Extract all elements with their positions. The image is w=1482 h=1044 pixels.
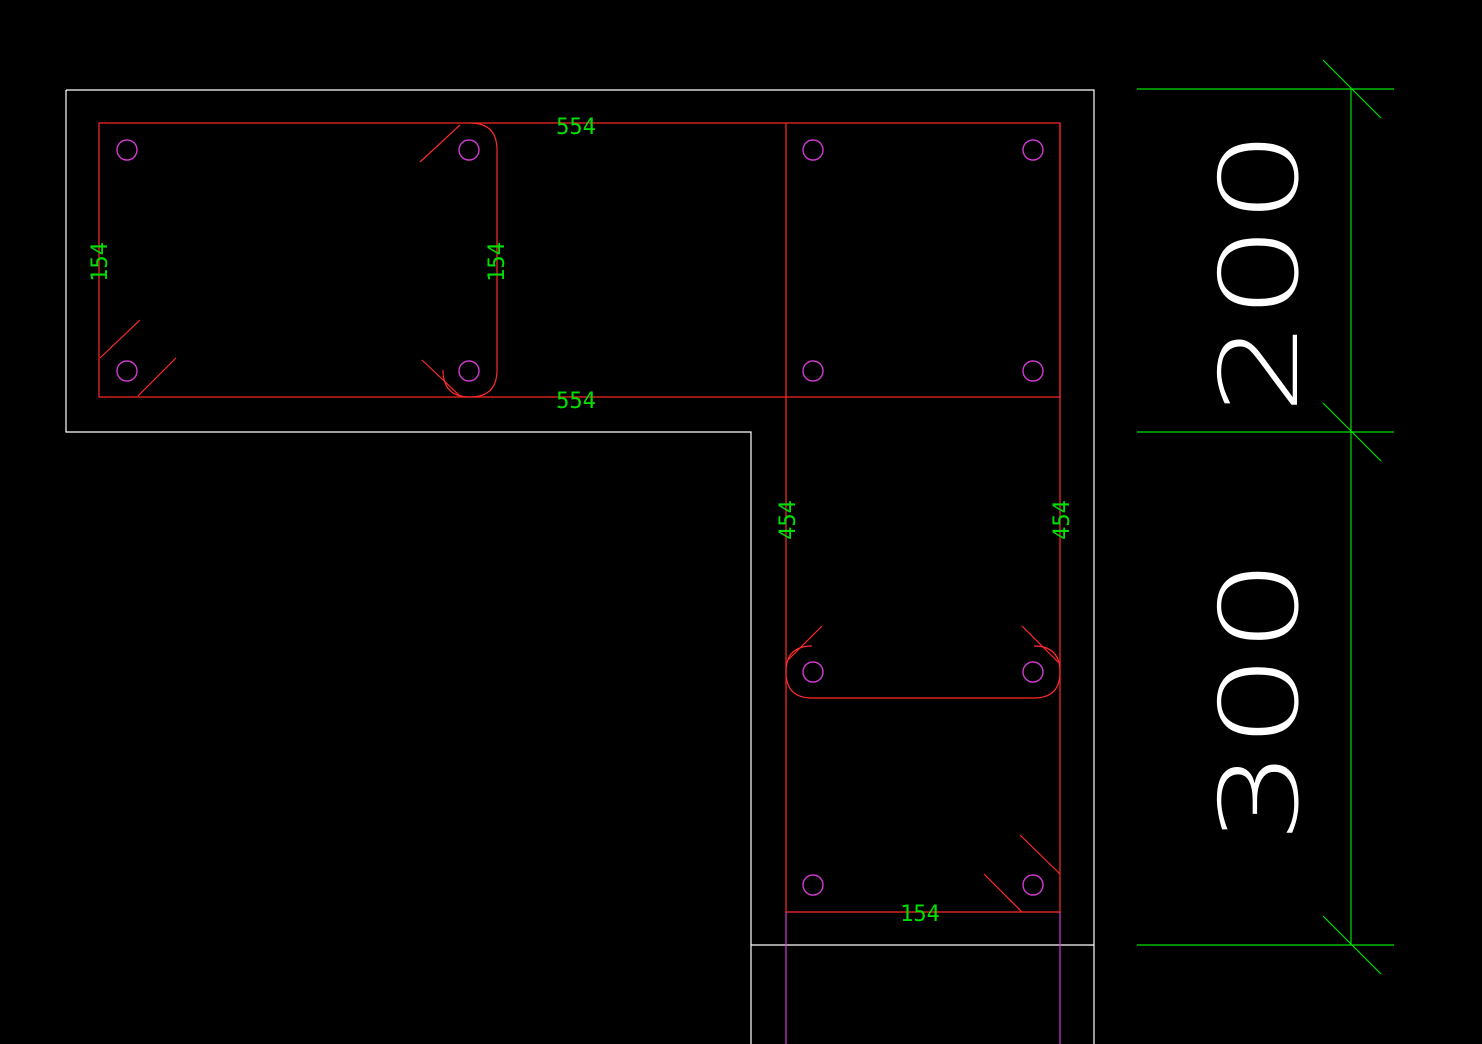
lower-rebar-lines: [785, 912, 1061, 1044]
dim-tick-top: [1322, 59, 1382, 119]
hook-cross-tie-right: [1021, 625, 1059, 663]
rebar-circle: [116, 360, 138, 382]
outer-stirrup-vertical: [785, 123, 1061, 913]
inner-tie-left-block: [442, 122, 498, 398]
rebar-circle: [458, 139, 480, 161]
rebar-circle: [1022, 139, 1044, 161]
rebar-bars: [116, 139, 1044, 896]
rebar-circle: [802, 360, 824, 382]
stirrup-length-labels: 554 554 154 154 454 454 154: [88, 115, 1075, 927]
hook-bottom-right-2: [983, 873, 1023, 913]
rebar-circle: [1022, 661, 1044, 683]
label-bottom-stirrup: 554: [556, 389, 596, 414]
hook-bottom-inner: [421, 359, 461, 397]
label-left-tie: 154: [88, 242, 113, 282]
rebar-circle: [1022, 360, 1044, 382]
label-vertical-right: 454: [1050, 500, 1075, 540]
dimension-lower: 300: [1197, 558, 1323, 844]
rebar-circle: [116, 139, 138, 161]
label-top-stirrup: 554: [556, 115, 596, 140]
rebar-circle: [458, 360, 480, 382]
label-inner-tie: 154: [485, 242, 510, 282]
dimension-upper: 200: [1197, 129, 1323, 415]
dimension-values: 200 300: [1197, 129, 1323, 844]
outer-stirrup-horizontal: [98, 122, 1061, 398]
cross-tie-vertical-leg: [785, 645, 1061, 699]
dim-tick-bottom: [1322, 915, 1382, 975]
label-vertical-left: 454: [776, 500, 801, 540]
dim-tick-middle: [1322, 402, 1382, 462]
hook-left-1: [99, 319, 141, 359]
outline-inner-corner: [65, 90, 752, 1044]
label-bottom-tie: 154: [900, 902, 940, 927]
rebar-circle: [802, 874, 824, 896]
outline-l-shape: [66, 89, 1095, 1044]
rebar-circle: [1022, 874, 1044, 896]
dimension-lines: [1137, 59, 1394, 975]
hook-left-2: [137, 357, 177, 397]
rebar-circle: [802, 661, 824, 683]
stirrups: [98, 122, 1061, 913]
hook-top-inner: [419, 124, 461, 163]
rebar-circle: [802, 139, 824, 161]
hook-bottom-right-1: [1019, 834, 1061, 875]
concrete-outline: [65, 89, 1095, 1044]
hook-cross-tie-left: [787, 625, 823, 661]
